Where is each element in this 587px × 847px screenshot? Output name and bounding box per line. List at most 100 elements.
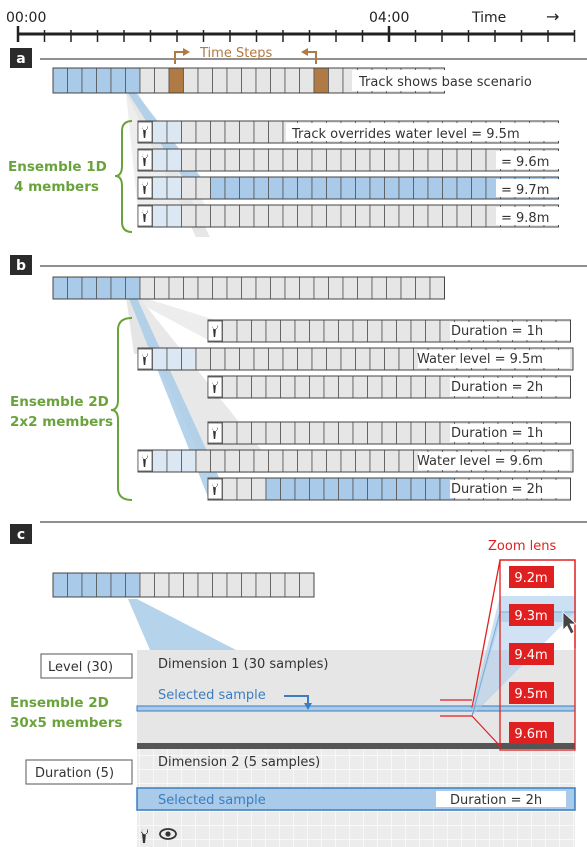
member-track-cell bbox=[456, 176, 472, 200]
member-track-cell bbox=[268, 176, 284, 200]
member-label-bg bbox=[286, 123, 562, 141]
member-track-cell bbox=[369, 176, 385, 200]
ensemble-30x5-label: Ensemble 2D bbox=[10, 695, 109, 711]
time-steps-label: Time Steps bbox=[199, 46, 273, 61]
member-track-b-cell bbox=[224, 347, 240, 371]
zoom-value-box-1 bbox=[509, 566, 554, 588]
base-track-b-cell bbox=[328, 276, 344, 300]
member-track-b-cell bbox=[294, 421, 310, 445]
member-track-b-cell bbox=[210, 347, 226, 371]
base-track-cell bbox=[299, 67, 315, 94]
member-track-cell bbox=[210, 176, 226, 200]
base-track-cell bbox=[255, 67, 271, 94]
member-track-b-cell bbox=[367, 375, 383, 399]
base-track-b-cell bbox=[197, 276, 213, 300]
ensemble-2d-count: 2x2 members bbox=[10, 414, 113, 430]
member-track-b-cell bbox=[425, 421, 441, 445]
member-track-b-cell bbox=[265, 477, 281, 501]
row-label-5: Water level = 9.6m bbox=[417, 454, 543, 469]
member-track-cell bbox=[326, 148, 342, 172]
member-track-cell bbox=[210, 120, 226, 144]
base-track-b-cell bbox=[371, 276, 387, 300]
base-track-c-cell bbox=[270, 572, 286, 598]
member-track-cell bbox=[355, 148, 371, 172]
dimension-divider bbox=[137, 743, 575, 749]
base-track-b-cell bbox=[255, 276, 271, 300]
wrench-icon bbox=[207, 376, 223, 398]
member-track-cell bbox=[239, 204, 255, 228]
member-track-cell bbox=[268, 204, 284, 228]
member-track-cell bbox=[355, 176, 371, 200]
wrench-icon bbox=[137, 205, 153, 227]
member-track-b-cell bbox=[425, 319, 441, 343]
base-track-c-frame bbox=[52, 572, 315, 598]
base-track-cell bbox=[212, 67, 228, 94]
member-track-b-cell bbox=[280, 477, 296, 501]
base-track-b-cell bbox=[342, 276, 358, 300]
base-track-c-cell bbox=[197, 572, 213, 598]
member-track-b-cell bbox=[282, 449, 298, 473]
member-track-b-cell bbox=[384, 347, 400, 371]
zoom-lens-label: Zoom lens bbox=[488, 539, 556, 554]
base-track-label-bg bbox=[352, 70, 570, 91]
member-track-cell bbox=[195, 176, 211, 200]
member-label-3: = 9.7m bbox=[501, 183, 549, 198]
base-track-cell bbox=[52, 67, 68, 94]
wrench-icon-glyph bbox=[142, 126, 148, 138]
eye-icon[interactable] bbox=[159, 828, 177, 840]
member-track-cell bbox=[384, 148, 400, 172]
member-track-b-cell bbox=[166, 347, 182, 371]
member-track-cell bbox=[297, 176, 313, 200]
member-track-b-cell bbox=[425, 375, 441, 399]
wrench-icon bbox=[207, 320, 223, 342]
member-track-b-cell bbox=[381, 421, 397, 445]
member-track-cell bbox=[224, 120, 240, 144]
member-track-cell bbox=[195, 120, 211, 144]
base-track-b-cell bbox=[52, 276, 68, 300]
arrow-right-icon: → bbox=[546, 7, 559, 26]
base-track-cell bbox=[197, 67, 213, 94]
base-track-c-cell bbox=[226, 572, 242, 598]
member-track-b-cell bbox=[265, 375, 281, 399]
member-track-b-cell bbox=[309, 421, 325, 445]
member-label-bg bbox=[496, 179, 562, 197]
row-label-bg bbox=[450, 322, 570, 340]
wrench-icon[interactable] bbox=[141, 829, 148, 843]
row-label-1: Duration = 1h bbox=[451, 324, 543, 339]
member-track-cell bbox=[442, 204, 458, 228]
zoom-value-4: 9.5m bbox=[514, 687, 547, 702]
base-track-b-cell bbox=[270, 276, 286, 300]
member-track-cell bbox=[297, 148, 313, 172]
base-track-c-cell bbox=[241, 572, 257, 598]
base-track-cell bbox=[183, 67, 199, 94]
base-track-b-cell bbox=[110, 276, 126, 300]
base-track-c-cell bbox=[125, 572, 141, 598]
member-track-cell bbox=[456, 204, 472, 228]
member-track-b-cell bbox=[309, 375, 325, 399]
member-track-b-cell bbox=[425, 477, 441, 501]
member-track-b-cell bbox=[297, 449, 313, 473]
member-track-b-cell bbox=[340, 449, 356, 473]
member-track-cell bbox=[442, 148, 458, 172]
member-track-b-cell bbox=[294, 477, 310, 501]
base-track-cell bbox=[96, 67, 112, 94]
base-track-c-cell bbox=[299, 572, 315, 598]
base-track-cell bbox=[139, 67, 155, 94]
selected-sample-line[interactable] bbox=[136, 705, 576, 712]
zoom-value-box-2 bbox=[509, 604, 554, 626]
member-track-b-cell bbox=[236, 375, 252, 399]
member-track-cell bbox=[181, 148, 197, 172]
zoom-lens[interactable] bbox=[499, 559, 576, 751]
ensemble-2d-members bbox=[137, 319, 574, 501]
member-track-cell bbox=[398, 148, 414, 172]
member-track-b-cell bbox=[369, 347, 385, 371]
selected-sample-label-1: Selected sample bbox=[158, 688, 266, 703]
member-track-b-cell bbox=[152, 449, 168, 473]
member-track-b-cell bbox=[239, 449, 255, 473]
member-track-cell bbox=[224, 176, 240, 200]
member-track-b-cell bbox=[355, 347, 371, 371]
member-track-b-cell bbox=[309, 477, 325, 501]
member-track-cell bbox=[471, 176, 487, 200]
base-track-c-cell bbox=[96, 572, 112, 598]
base-track-b-cell bbox=[212, 276, 228, 300]
